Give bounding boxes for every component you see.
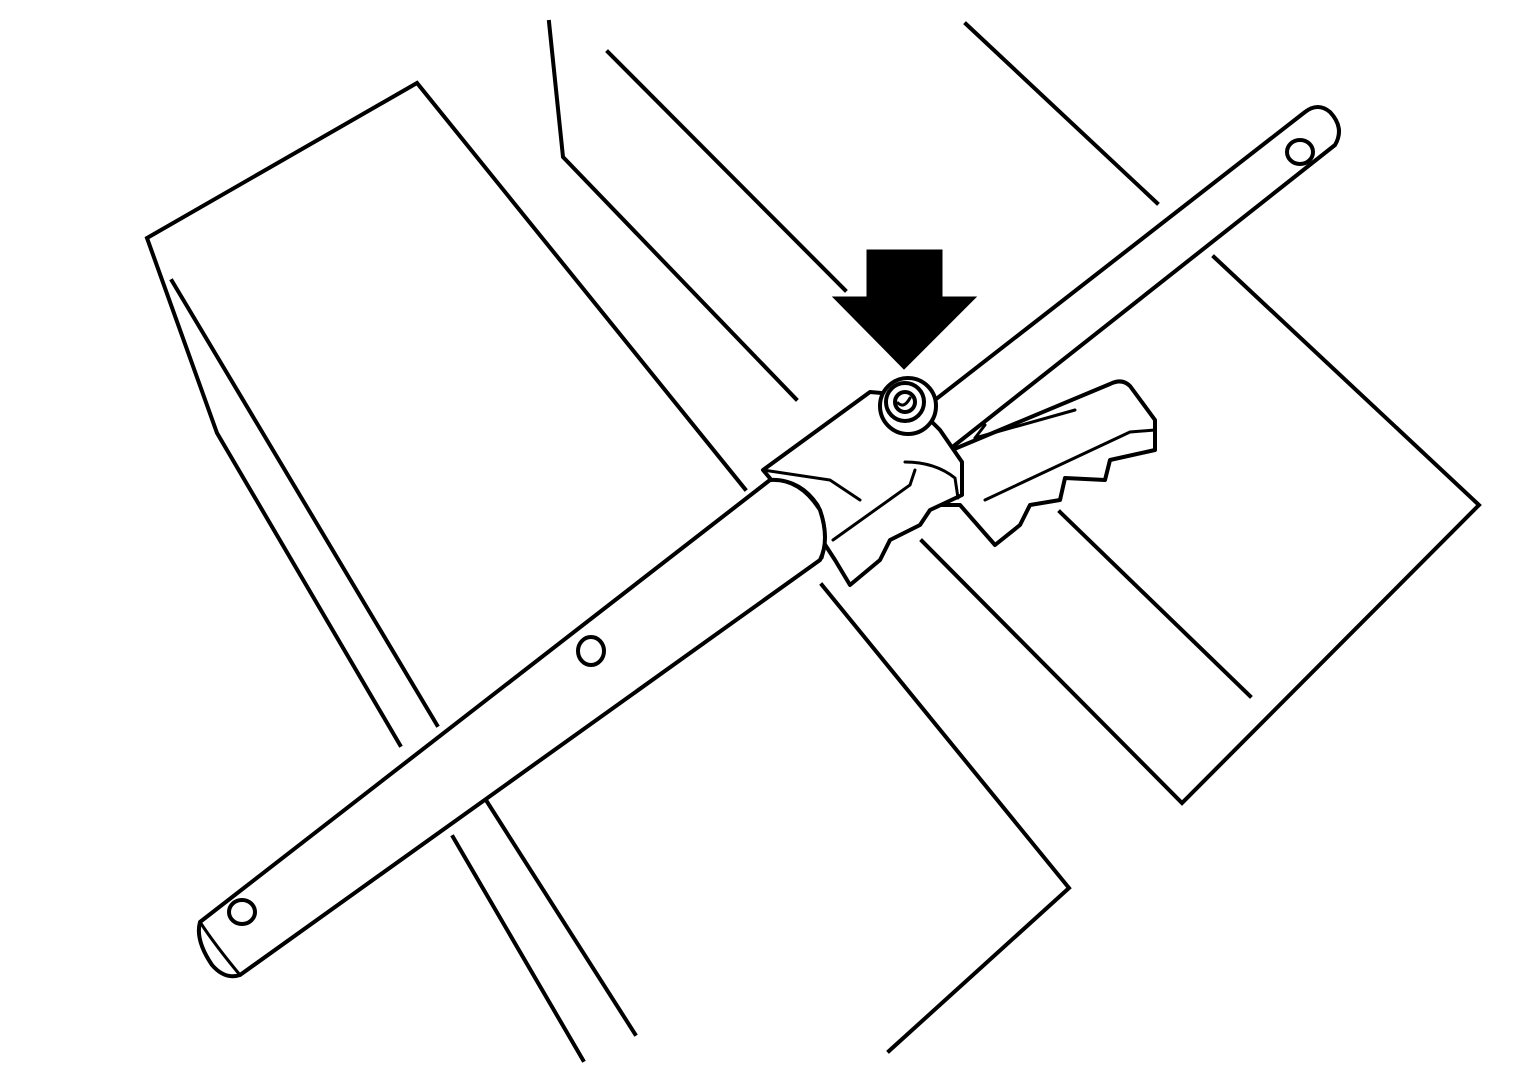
upper-guide-line-2 bbox=[605, 49, 848, 293]
background-structure bbox=[144, 19, 1482, 1063]
clamp-jaw-edge bbox=[973, 408, 1077, 440]
down-arrow-icon bbox=[831, 249, 978, 370]
rod-end-hole-bottom bbox=[227, 898, 257, 926]
rod-lower-end-cap bbox=[198, 920, 242, 977]
rod-middle-hole bbox=[576, 635, 606, 667]
lower-member-outline bbox=[819, 582, 1072, 1054]
rod-lower bbox=[196, 477, 827, 979]
bolt-washer bbox=[884, 381, 926, 423]
clamp-mid-seam bbox=[903, 460, 960, 500]
upper-guide-line-3 bbox=[963, 21, 1160, 206]
rod-lower-body bbox=[196, 477, 827, 979]
right-frame-inner-line bbox=[1057, 509, 1253, 699]
lower-member-line-2 bbox=[450, 834, 586, 1063]
clamp-bracket bbox=[761, 379, 1157, 587]
clamp-jaw-front-face bbox=[983, 428, 1157, 502]
clamp-jaw-step bbox=[973, 423, 987, 440]
rod-bore-opening bbox=[768, 478, 827, 560]
lower-member-line-1 bbox=[481, 794, 638, 1037]
left-panel-outline bbox=[144, 80, 748, 748]
clamp-lower-jaw bbox=[938, 379, 1157, 547]
indicator-arrow bbox=[831, 249, 978, 370]
upper-guide-line-1 bbox=[546, 19, 799, 402]
left-panel-inner-edge bbox=[169, 278, 440, 728]
rod-end-hole-top bbox=[1285, 138, 1315, 166]
bolt-socket-mark bbox=[896, 396, 912, 407]
bolt-socket bbox=[893, 390, 917, 414]
clamp-front-step bbox=[831, 468, 917, 542]
right-frame-outline bbox=[919, 254, 1482, 806]
fastener-bolt bbox=[878, 376, 938, 436]
clamp-top-seam bbox=[761, 468, 862, 502]
